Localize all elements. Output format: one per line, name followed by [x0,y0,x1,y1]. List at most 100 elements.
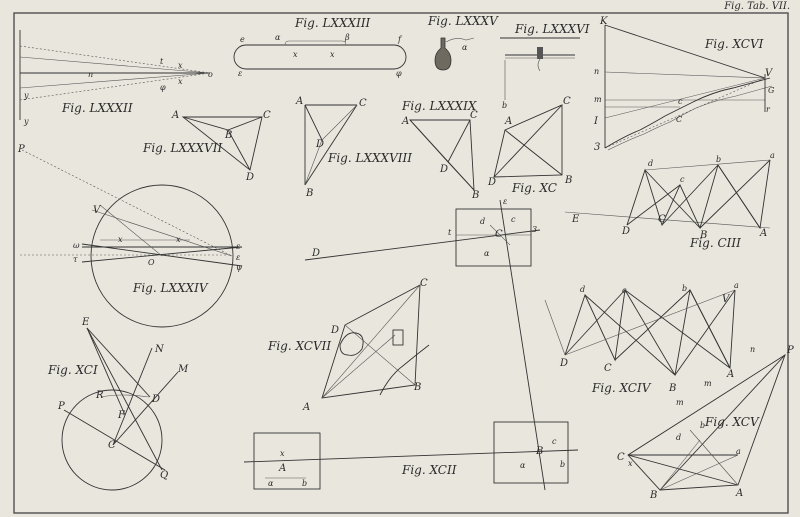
figure-xciv: d c b a V D C B A m m n Fig. XCIV [544,281,755,407]
figure-label: x [628,459,633,468]
figure-label: A [295,96,303,107]
figure-label: A [726,369,734,380]
figure-label: N [154,344,165,355]
figure-label: m [704,379,712,388]
figure-label: A [759,228,767,239]
figure-ciii: d c b a E D C B A Fig. CIII [564,151,775,250]
figure-label: A [504,116,512,127]
figure-label: B [413,382,421,393]
figure-label: b [302,479,307,488]
figure-label: V [93,205,102,216]
figure-label: n [750,345,755,354]
figure-lxxxv: Fig. LXXXV α [427,14,499,71]
figure-label: C [495,229,503,240]
figure-lxxxiii: Fig. LXXXIII e α β f x x ε φ [233,16,407,78]
figure-label: m [594,95,602,104]
figure-label: ψ [236,263,243,272]
figure-label: c [552,437,557,446]
figure-label: 3 [594,142,600,153]
figure-label: C [108,440,116,451]
figure-label: b [560,460,565,469]
figure-label: 3 [532,225,537,234]
figure-lxxxii: t x o n x y φ y Fig. LXXXII [19,30,213,126]
figure-label: d [580,285,585,294]
figure-label: V [722,294,731,305]
figure-label: a [734,281,739,290]
figure-label: x [293,50,298,59]
caption-fig-lxxxiii: Fig. LXXXIII [294,16,371,30]
figure-label: C [617,452,625,463]
figure-label: C [676,115,682,124]
caption-fig-xcvi: Fig. XCVI [704,37,764,51]
figure-central-box: D d c C α ε t 3 [304,197,546,491]
figure-label: b [700,421,705,430]
figure-label: t [448,228,452,237]
figure-label: D [559,358,568,369]
figure-label: x [330,50,335,59]
figure-label: B [564,175,572,186]
figure-label: b [682,284,687,293]
figure-label: ε [236,242,240,251]
figure-lxxxvii: A B C D Fig. LXXXVII [142,110,271,183]
caption-fig-xc: Fig. XC [511,181,557,195]
caption-fig-lxxxv: Fig. LXXXV [427,14,499,28]
figure-label: m [676,398,684,407]
figure-label: c [511,215,516,224]
figure-label: E [571,214,580,225]
figure-label: x [178,61,183,70]
figure-label: τ [73,255,78,264]
figure-label: C [470,110,478,121]
figure-label: B [305,188,313,199]
figure-label: ε [236,253,240,262]
caption-fig-lxxxvi: Fig. LXXXVI [514,22,590,36]
figure-label: A [171,110,179,121]
figure-label: G [768,86,775,95]
figure-label: a [770,151,775,160]
caption-fig-lxxxvii: Fig. LXXXVII [142,141,222,155]
figure-label: C [563,96,571,107]
figure-label: Q [160,470,168,481]
figure-label: C [658,214,666,225]
caption-fig-xciv: Fig. XCIV [591,381,652,395]
caption-fig-xcvii: Fig. XCVII [267,339,331,353]
figure-label: φ [160,83,166,92]
caption-fig-xcii: Fig. XCII [401,463,457,477]
figure-label: F [117,410,126,421]
figure-label: y [23,117,29,126]
figure-label: E [81,317,90,328]
figure-label: I [593,116,599,127]
figure-label: c [678,97,683,106]
figure-label: B [224,130,232,141]
figure-label: o [208,70,213,79]
figure-label: D [487,177,496,188]
figure-label: M [177,364,189,375]
figure-xcv: P C x a B A d b Fig. XCV [617,345,794,501]
figure-label: ε [503,197,507,206]
figure-label: A [278,463,286,474]
caption-fig-lxxxii: Fig. LXXXII [61,101,133,115]
caption-fig-lxxxviii: Fig. LXXXVIII [327,151,412,165]
figure-label: O [148,258,155,267]
figure-label: φ [396,69,402,78]
figure-label: V [765,68,774,79]
figure-label: D [315,139,324,150]
figure-lxxxvi: Fig. LXXXVI b [500,22,590,110]
flask-icon [434,37,452,71]
figure-label: A [401,116,409,127]
figure-label: x [176,235,181,244]
figure-label: e [240,35,245,44]
figure-label: d [480,217,485,226]
figure-label: D [330,325,339,336]
figure-label: C [420,278,428,289]
figure-label: B [668,383,676,394]
figure-label: b [716,155,721,164]
figure-label: a [736,447,741,456]
figure-lxxxiv: P V x x ω τ O ε ε ψ Fig. LXXXIV [17,144,243,328]
figure-label: x [118,235,123,244]
figure-label: β [344,33,350,42]
caption-fig-ciii: Fig. CIII [689,236,741,250]
figure-label: ω [73,241,80,250]
figure-label: A [302,402,310,413]
figure-label: D [621,226,630,237]
